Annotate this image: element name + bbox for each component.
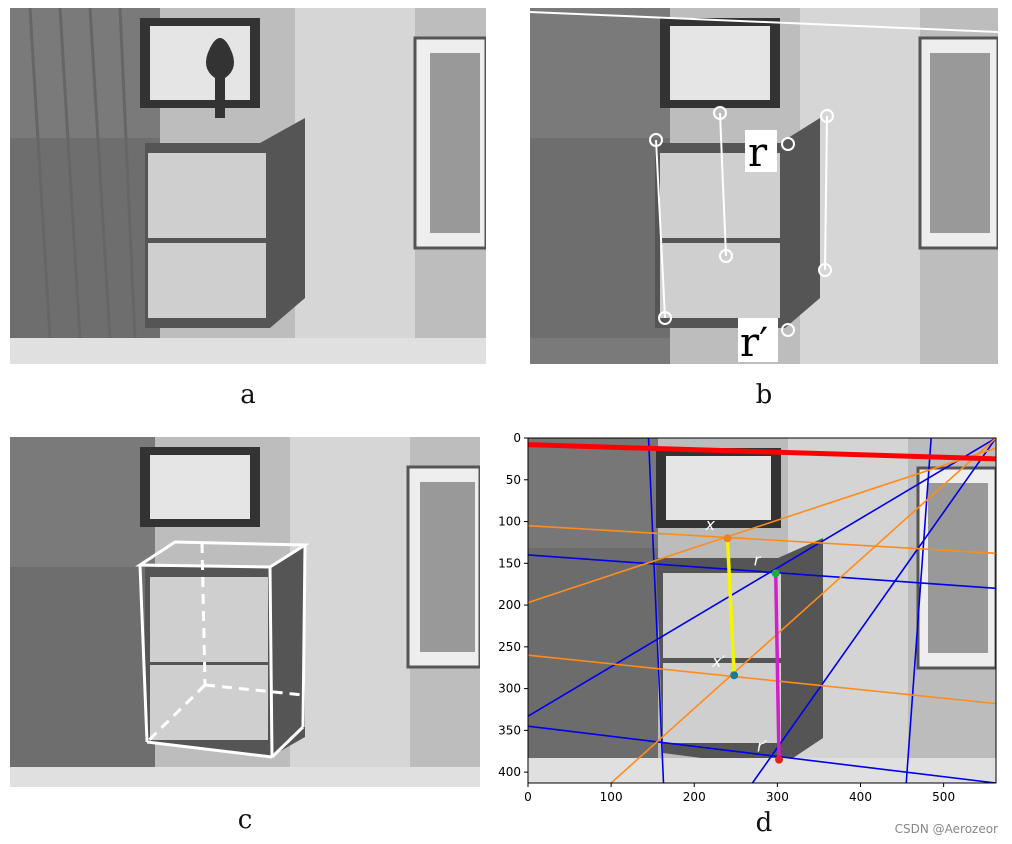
label-r: r xyxy=(748,130,768,176)
y-tick-label: 400 xyxy=(498,765,521,779)
caption-a: a xyxy=(240,380,256,410)
point-label: x xyxy=(705,515,716,534)
blue-line xyxy=(528,554,996,590)
orange-line xyxy=(610,438,996,783)
point-marker xyxy=(723,534,732,543)
label-r-prime: r′ xyxy=(740,320,768,364)
y-tick-label: 0 xyxy=(513,431,521,445)
y-tick-label: 350 xyxy=(498,723,521,737)
blue-line xyxy=(751,438,996,783)
blue-line xyxy=(528,725,996,783)
x-tick-label: 100 xyxy=(600,790,623,804)
panel-b: r r′ xyxy=(530,8,998,364)
y-tick-label: 50 xyxy=(506,473,521,487)
y-tick-label: 300 xyxy=(498,682,521,696)
x-tick-label: 0 xyxy=(524,790,532,804)
horizon-line xyxy=(528,442,996,462)
point-label: r xyxy=(754,550,762,569)
x-tick-label: 300 xyxy=(766,790,789,804)
blue-line xyxy=(647,438,665,783)
x-tick-label: 500 xyxy=(932,790,955,804)
point-label: x′ xyxy=(711,652,725,671)
orange-line xyxy=(528,447,996,604)
orange-line xyxy=(528,524,996,555)
point-marker xyxy=(775,755,784,764)
point-marker xyxy=(771,569,780,578)
panel-d-plot: x x′ r r′ 0 100 200 300 400 500 0 50 100 150 200 250 30… xyxy=(498,431,997,804)
panel-a-photo xyxy=(10,8,486,364)
panel-d: x x′ r r′ 0 100 200 300 400 500 0 50 100 150 200 250 30… xyxy=(478,428,1008,813)
watermark: CSDN @Aerozeor xyxy=(894,822,998,836)
y-tick-label: 250 xyxy=(498,640,521,654)
point-marker xyxy=(730,671,739,680)
caption-d: d xyxy=(755,808,773,838)
caption-c: c xyxy=(237,805,253,835)
y-tick-label: 100 xyxy=(498,515,521,529)
y-tick-label: 150 xyxy=(498,556,521,570)
plot-frame xyxy=(527,437,997,784)
x-tick-label: 400 xyxy=(849,790,872,804)
panel-c-photo xyxy=(10,437,480,787)
blue-line xyxy=(528,438,996,717)
orange-line xyxy=(528,654,996,705)
height-segment xyxy=(773,573,781,760)
panel-c xyxy=(10,437,480,787)
panel-b-photo: r r′ xyxy=(530,8,998,364)
point-label: r′ xyxy=(757,737,768,756)
panel-a xyxy=(10,8,486,364)
x-tick-label: 200 xyxy=(683,790,706,804)
y-tick-label: 200 xyxy=(498,598,521,612)
blue-line xyxy=(905,438,932,783)
caption-b: b xyxy=(755,380,773,410)
height-segment xyxy=(725,538,736,676)
